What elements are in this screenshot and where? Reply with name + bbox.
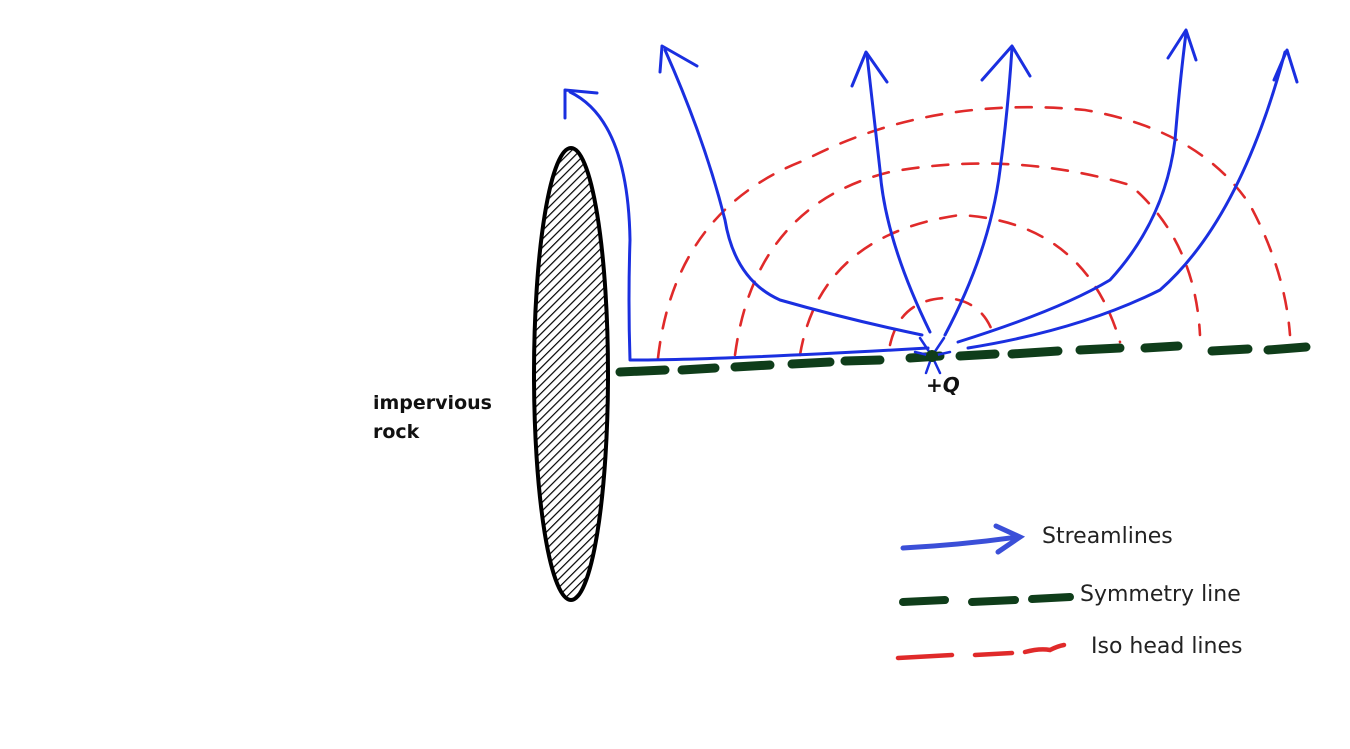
streamline-6-arrowhead xyxy=(1272,48,1299,84)
source-label: +Q xyxy=(926,373,960,397)
streamlines xyxy=(563,28,1299,362)
streamline-1-arrowhead xyxy=(563,88,599,120)
symmetry-dash xyxy=(840,355,885,366)
iso-head-arc-2 xyxy=(798,213,1122,357)
legend-iso-head-symbol xyxy=(895,642,1067,661)
streamline-5-arrowhead xyxy=(1166,28,1198,62)
iso-head-arc-3 xyxy=(733,162,1202,357)
streamline-3 xyxy=(865,53,932,334)
symmetry-dash xyxy=(1075,343,1125,355)
symmetry-dash xyxy=(787,357,835,369)
rock-label-line1: impervious xyxy=(373,392,492,414)
symmetry-dash xyxy=(730,360,775,372)
iso-head-arc-4 xyxy=(656,105,1292,360)
streamline-1 xyxy=(568,90,930,362)
symmetry-dash xyxy=(1140,341,1183,353)
streamline-4 xyxy=(943,46,1014,337)
symmetry-line xyxy=(615,341,1311,377)
symmetry-dash xyxy=(955,349,1000,361)
symmetry-dash xyxy=(1207,344,1253,356)
rock-label-line2: rock xyxy=(373,421,420,443)
impervious-rock-shape xyxy=(532,146,610,602)
legend-streamlines-label: Streamlines xyxy=(1042,524,1173,549)
iso-head-arc-1 xyxy=(888,296,997,347)
symmetry-dash xyxy=(1007,346,1063,359)
legend: Streamlines Symmetry line Iso head lines xyxy=(895,523,1243,661)
legend-streamlines-symbol xyxy=(900,523,1026,555)
streamline-6 xyxy=(966,50,1287,350)
streamline-4-arrowhead xyxy=(980,44,1032,82)
legend-symmetry-symbol xyxy=(899,593,1074,606)
streamline-2 xyxy=(663,48,924,337)
streamline-2-arrowhead xyxy=(658,44,699,74)
legend-iso-head-label: Iso head lines xyxy=(1091,634,1243,659)
streamline-3-arrowhead xyxy=(850,50,889,88)
symmetry-dash xyxy=(615,365,670,377)
symmetry-dash xyxy=(1263,342,1311,355)
legend-symmetry-label: Symmetry line xyxy=(1080,582,1241,607)
source-point xyxy=(913,336,952,375)
symmetry-dash xyxy=(677,363,720,375)
streamline-5 xyxy=(956,31,1188,344)
iso-head-lines xyxy=(656,105,1292,360)
